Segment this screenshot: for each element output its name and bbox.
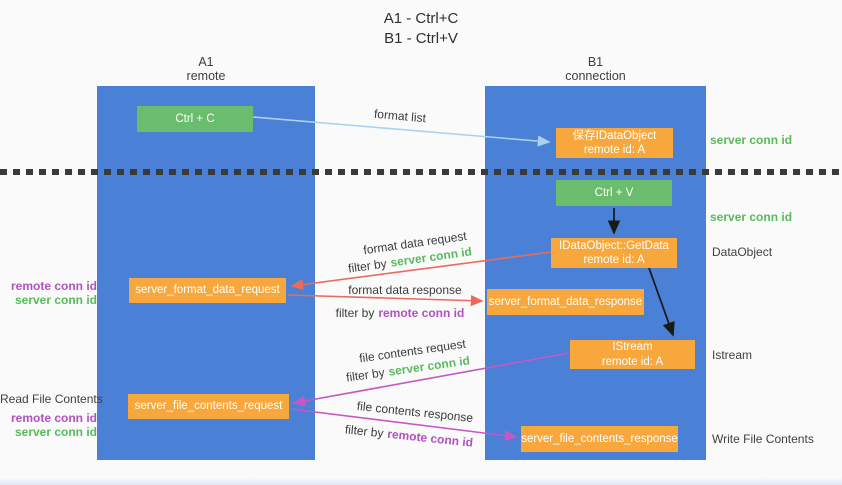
server-file-contents-request-node: server_file_contents_request bbox=[128, 394, 289, 419]
right-column-name: B1 bbox=[587, 55, 604, 69]
save-dataobject-line1: 保存IDataObject bbox=[572, 129, 657, 142]
right-column-role: connection bbox=[565, 69, 626, 84]
istream-line2: remote id: A bbox=[601, 355, 664, 368]
left-server-conn-id-bottom-label: server conn id bbox=[14, 425, 97, 439]
title-line-1: A1 - Ctrl+C bbox=[383, 10, 459, 27]
filter-by-text: filter by bbox=[347, 256, 388, 276]
save-dataobject-node: 保存IDataObject remote id: A bbox=[556, 128, 673, 158]
read-file-contents-label: Read File Contents bbox=[0, 392, 103, 406]
server-file-contents-response-label: server_file_contents_response bbox=[521, 432, 678, 445]
save-dataobject-line2: remote id: A bbox=[583, 144, 646, 156]
write-file-contents-label: Write File Contents bbox=[712, 432, 814, 446]
window-bottom-edge bbox=[0, 478, 842, 485]
getdata-line2: remote id: A bbox=[583, 254, 645, 266]
ctrl-c-node: Ctrl + C bbox=[137, 106, 253, 132]
file-contents-response-label: file contents response bbox=[356, 398, 474, 426]
left-remote-conn-id-bottom-label: remote conn id bbox=[10, 411, 97, 425]
left-column-name: A1 bbox=[198, 55, 214, 69]
remote-conn-id-text: remote conn id bbox=[386, 426, 474, 450]
server-file-contents-request-label: server_file_contents_request bbox=[134, 400, 283, 413]
istream-node: IStream remote id: A bbox=[570, 340, 695, 369]
server-format-data-request-node: server_format_data_request bbox=[129, 278, 286, 303]
getdata-node: IDataObject::GetData remote id: A bbox=[551, 238, 677, 268]
ctrl-v-node: Ctrl + V bbox=[556, 180, 672, 206]
left-column-role: remote bbox=[186, 69, 226, 84]
ctrl-c-label: Ctrl + C bbox=[175, 112, 215, 125]
right-column-header: B1 connection bbox=[485, 55, 706, 84]
server-format-data-response-label: server_format_data_response bbox=[488, 295, 643, 308]
istream-side-label: Istream bbox=[712, 348, 753, 362]
filter-by-text: filter by bbox=[335, 306, 375, 320]
right-server-conn-id-mid-label: server conn id bbox=[710, 210, 793, 224]
getdata-line1: IDataObject::GetData bbox=[559, 239, 669, 252]
filter-by-text: filter by bbox=[345, 365, 386, 385]
filter-by-text: filter by bbox=[344, 422, 385, 441]
remote-conn-id-text: remote conn id bbox=[378, 306, 465, 320]
left-column-header: A1 remote bbox=[97, 55, 315, 84]
format-list-label: format list bbox=[373, 106, 427, 126]
dataobject-label: DataObject bbox=[712, 245, 773, 259]
phase-divider-dotted-line bbox=[0, 169, 842, 175]
left-server-conn-id-top-label: server conn id bbox=[14, 293, 97, 307]
format-data-response-label: format data response bbox=[348, 283, 462, 297]
right-server-conn-id-top-label: server conn id bbox=[710, 133, 793, 147]
server-format-data-request-label: server_format_data_request bbox=[135, 284, 280, 297]
ctrl-v-label: Ctrl + V bbox=[594, 186, 634, 199]
diagram-title: A1 - Ctrl+C B1 - Ctrl+V bbox=[0, 9, 842, 50]
server-file-contents-response-node: server_file_contents_response bbox=[521, 426, 678, 452]
title-line-2: B1 - Ctrl+V bbox=[384, 30, 458, 48]
left-remote-conn-id-top-label: remote conn id bbox=[10, 279, 97, 293]
istream-line1: IStream bbox=[612, 341, 653, 354]
server-format-data-response-node: server_format_data_response bbox=[487, 289, 644, 315]
